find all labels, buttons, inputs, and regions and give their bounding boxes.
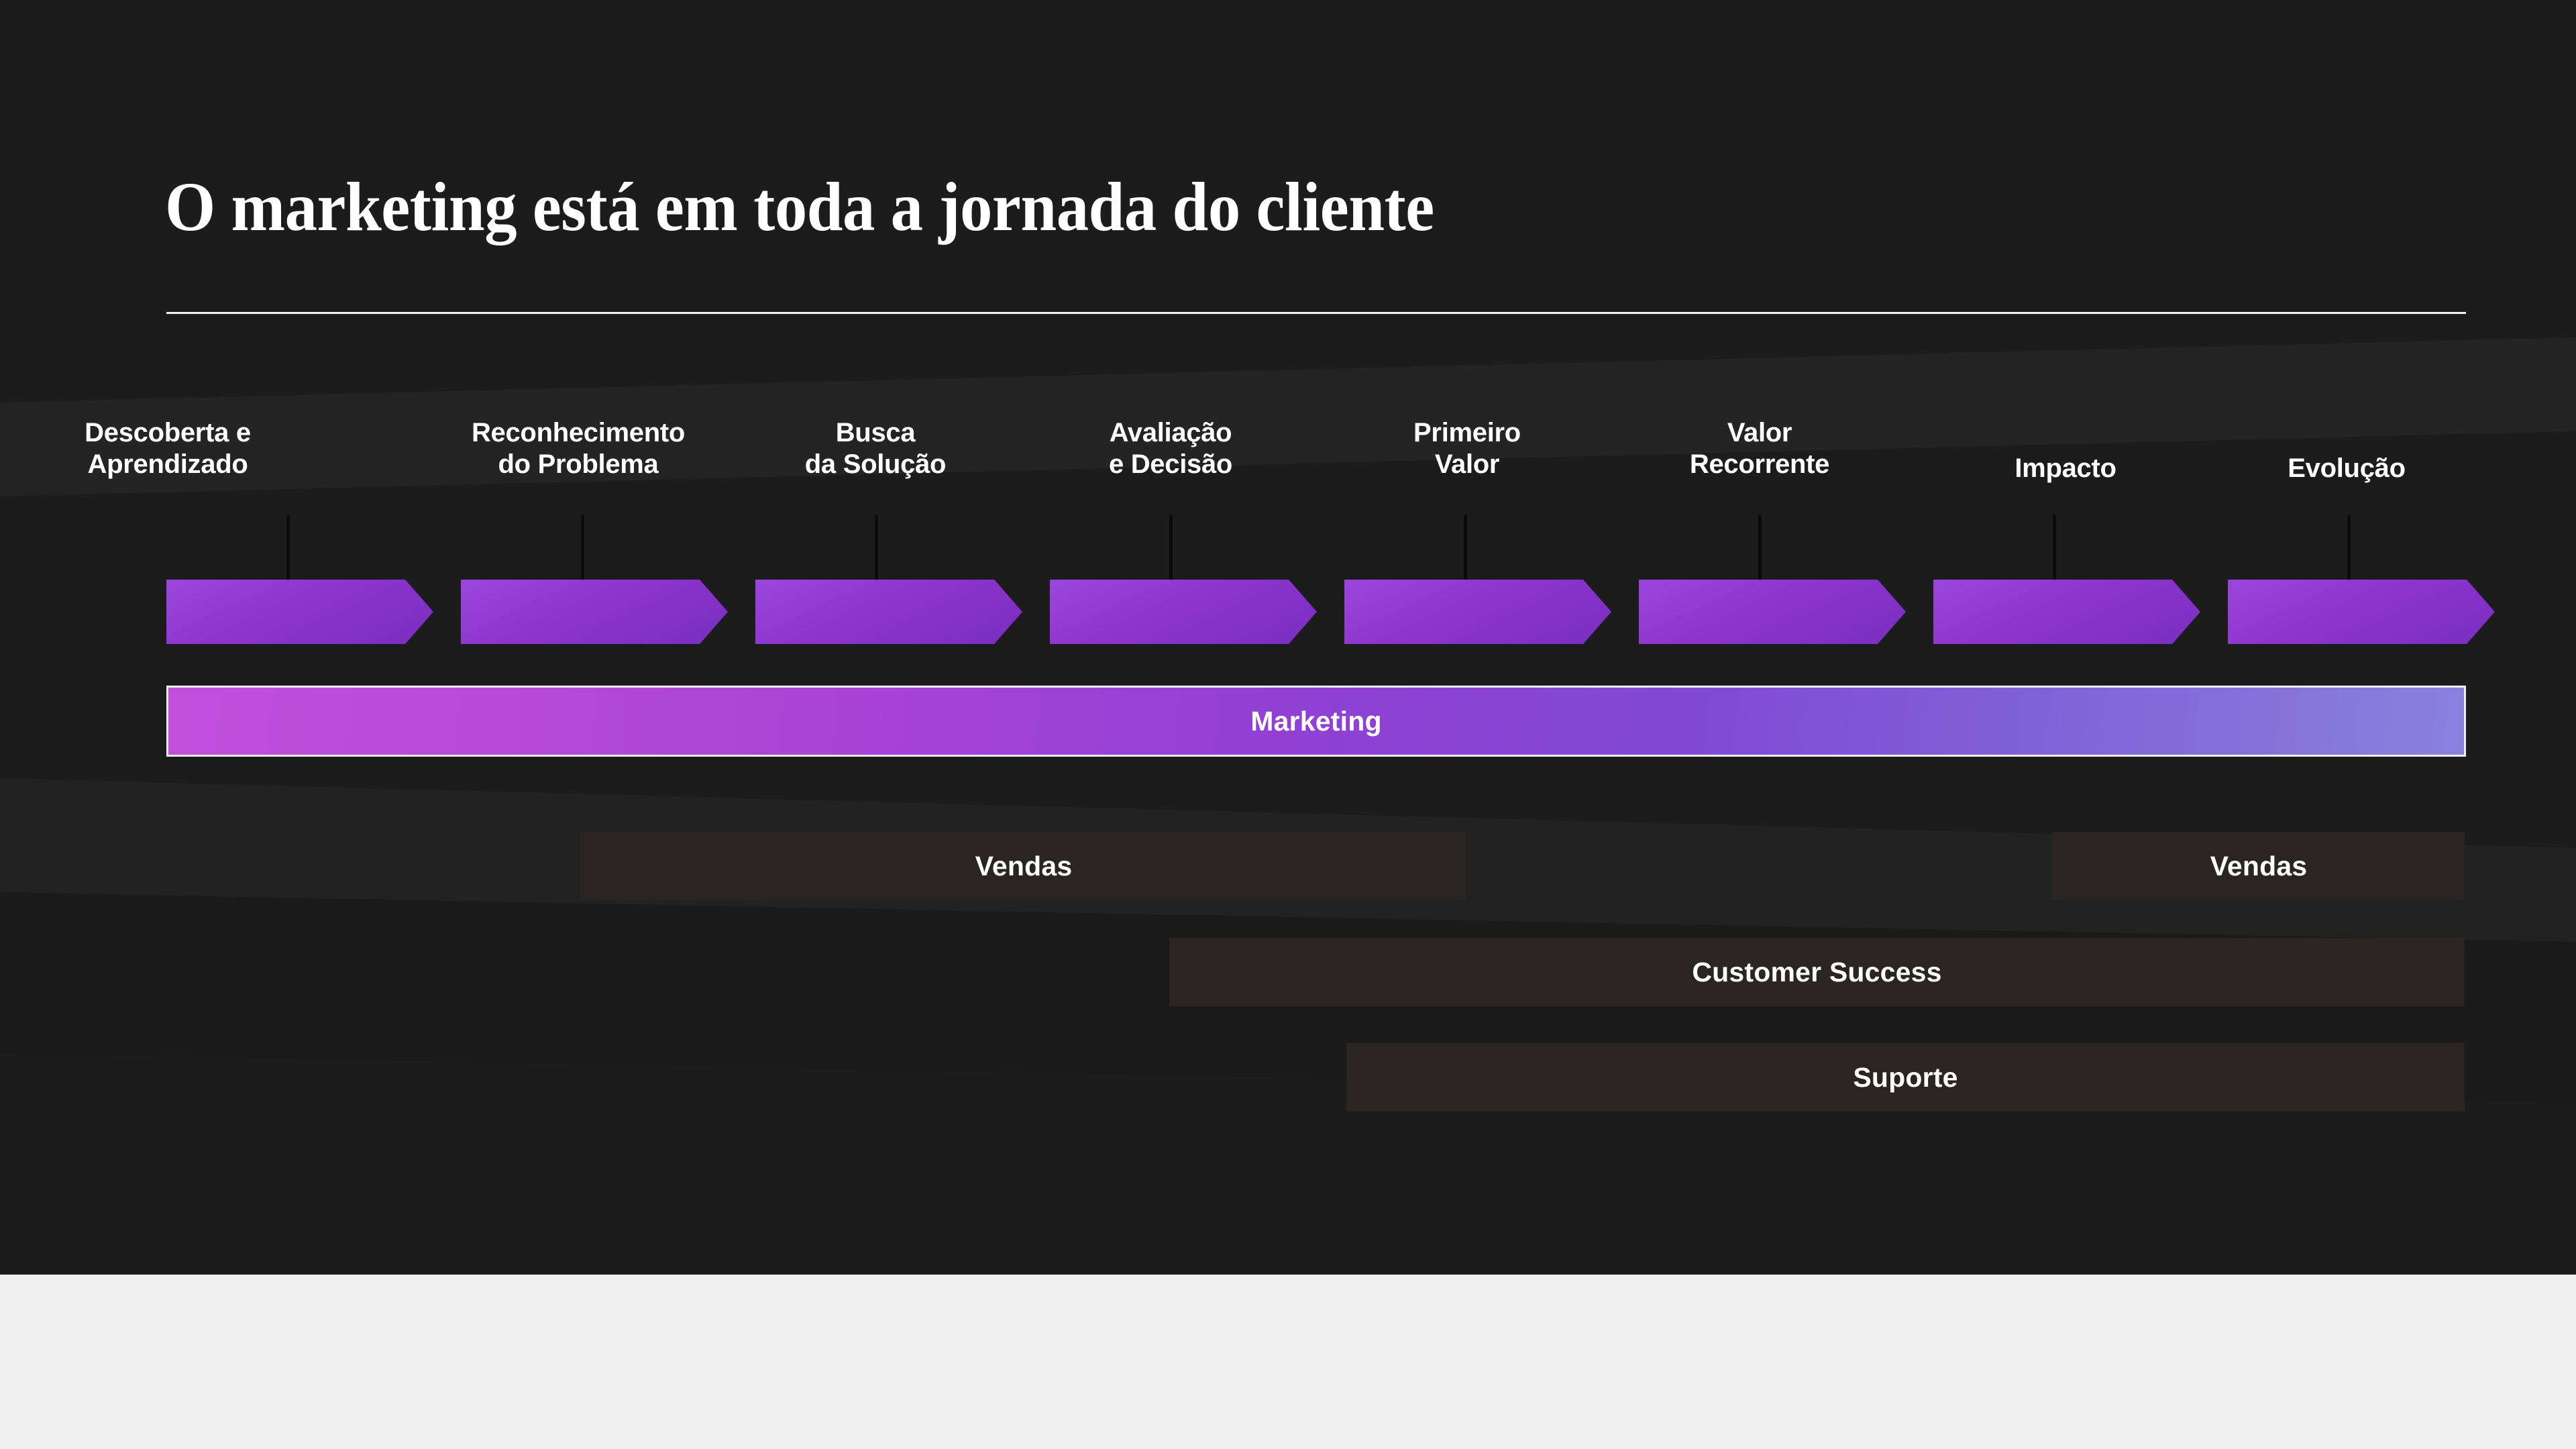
lane-vendas-right-label: Vendas: [2210, 850, 2308, 881]
stage-label-3: Busca da Solução: [804, 418, 947, 479]
lane-customer-success[interactable]: Customer Success: [1169, 938, 2465, 1006]
page-title: O marketing está em toda a jornada do cl…: [165, 168, 1434, 246]
stage-label-7: Impacto: [2015, 453, 2116, 483]
stage-label-8: Evolução: [2288, 453, 2406, 483]
lane-customer-success-label: Customer Success: [1692, 956, 1942, 987]
journey-arrow-7[interactable]: [1933, 580, 2200, 644]
stage-tick-4: [1169, 515, 1173, 580]
lane-marketing-label: Marketing: [1250, 705, 1382, 737]
stage-label-5: Primeiro Valor: [1413, 418, 1521, 479]
journey-arrow-8[interactable]: [2228, 580, 2495, 644]
stage-tick-6: [1758, 515, 1762, 580]
journey-arrow-4[interactable]: [1050, 580, 1317, 644]
lane-marketing[interactable]: Marketing: [166, 686, 2466, 757]
lane-vendas-right[interactable]: Vendas: [2053, 832, 2465, 900]
stage-tick-3: [875, 515, 878, 580]
stage-tick-7: [2053, 515, 2056, 580]
journey-arrow-5[interactable]: [1344, 580, 1611, 644]
journey-arrow-2[interactable]: [461, 580, 728, 644]
footer-bar: Vendendo mais na indústria: como marketi…: [0, 1275, 2576, 1449]
stage-tick-8: [2347, 515, 2351, 580]
journey-arrow-1[interactable]: [166, 580, 433, 644]
lane-suporte[interactable]: Suporte: [1346, 1043, 2465, 1112]
stage-label-4: Avaliação e Decisão: [1108, 418, 1233, 479]
lane-vendas-left-label: Vendas: [975, 850, 1073, 881]
stage-tick-5: [1464, 515, 1467, 580]
lane-vendas-left[interactable]: Vendas: [581, 832, 1466, 900]
journey-arrow-3[interactable]: [755, 580, 1022, 644]
stage-tick-2: [581, 515, 584, 580]
stage-tick-1: [286, 515, 290, 580]
lane-suporte-label: Suporte: [1853, 1061, 1958, 1093]
journey-arrow-6[interactable]: [1639, 580, 1906, 644]
stage-label-1: Descoberta e Aprendizado: [85, 418, 251, 479]
title-divider: [166, 312, 2466, 314]
stage-label-2: Reconhecimento do Problema: [471, 418, 686, 479]
stage-label-6: Valor Recorrente: [1689, 418, 1830, 479]
